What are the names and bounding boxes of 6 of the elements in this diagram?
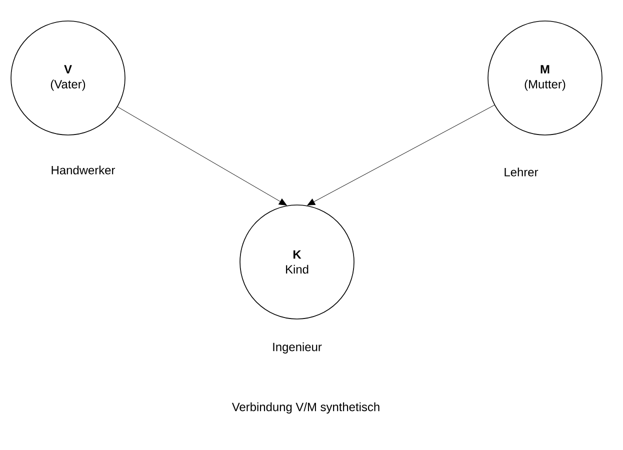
- arrow: [307, 104, 495, 206]
- role-label: Ingenieur: [273, 342, 322, 354]
- role-label: Handwerker: [52, 166, 116, 174]
- caption: Verbindung V/M synthetisch: [232, 402, 380, 414]
- role-label: Lehrer: [504, 168, 538, 176]
- arrow: [117, 106, 287, 206]
